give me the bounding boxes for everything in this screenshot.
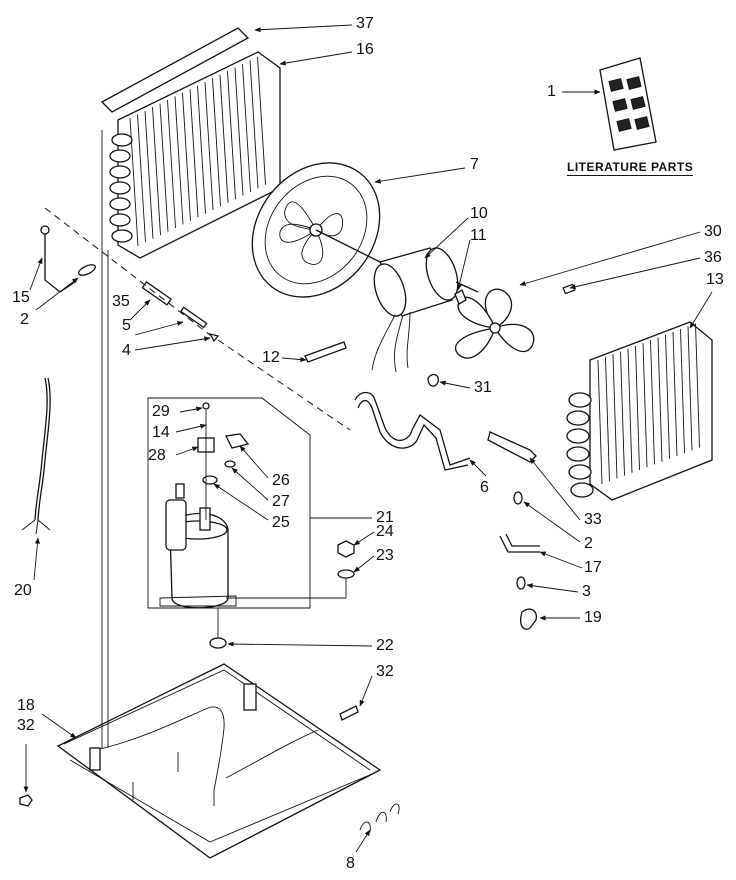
evaporator-fin [249,60,259,189]
callout-7: 7 [470,156,479,173]
callout-24: 24 [376,523,394,540]
callout-20: 20 [14,582,32,599]
condenser-fin [687,326,693,451]
evaporator-tube-bends [109,133,133,243]
callout-3: 3 [582,583,591,600]
callout-35: 35 [112,293,130,310]
evaporator-fin [197,85,206,214]
evaporator-fin [152,107,161,236]
condenser-fin [657,337,663,462]
evaporator-fin [204,81,214,211]
callout-32-right: 32 [376,663,394,680]
condenser-fin [642,343,648,468]
evaporator-fin [212,78,221,207]
grommet [209,608,227,649]
evaporator-fin [189,89,199,218]
callout-14: 14 [152,424,170,441]
fan-motor [315,229,479,373]
evaporator-fin [227,71,236,200]
evaporator-fin [174,96,184,225]
evaporator-fin [257,56,266,185]
callout-33: 33 [584,511,602,528]
callout-17: 17 [584,559,602,576]
evaporator-fin [159,103,169,232]
callout-12: 12 [262,349,280,366]
condenser-fin [612,354,618,479]
condenser-fin [605,357,610,482]
literature-booklet [599,57,657,151]
callout-18: 18 [17,697,35,714]
callout-19: 19 [584,609,602,626]
callout-10: 10 [470,205,488,222]
callout-32-left: 32 [17,717,35,734]
condenser-fin [680,329,685,454]
callout-15: 15 [12,289,30,306]
callout-2-right: 2 [584,535,593,552]
condenser-fin [620,351,625,476]
callout-28: 28 [148,447,166,464]
evaporator-fin [137,114,146,243]
condenser-fin [695,323,700,448]
refrigerant-tubing [217,339,471,471]
callout-25: 25 [272,514,290,531]
callout-13: 13 [706,271,724,288]
callout-27: 27 [272,493,290,510]
callout-1: 1 [547,83,556,100]
callout-30: 30 [704,223,722,240]
evaporator-fin [167,99,176,229]
condenser-fin [650,340,655,465]
condenser-fin [627,348,633,473]
compressor-group [147,397,355,609]
condenser-tube-bends [566,392,594,498]
callout-6: 6 [480,479,489,496]
condenser-coil [566,321,713,501]
callout-5: 5 [122,317,131,334]
evaporator-fin [144,110,154,239]
evaporator-fin [182,92,191,221]
callout-36: 36 [704,249,722,266]
callout-23: 23 [376,547,394,564]
callout-4: 4 [122,342,131,359]
callout-2-left: 2 [20,311,29,328]
condenser-fin [597,359,603,485]
callout-11: 11 [470,227,487,244]
condenser-fin [672,331,678,457]
base-pan [56,130,382,859]
callout-22: 22 [376,637,394,654]
evaporator-fin [234,67,244,196]
callout-21: 21 [376,509,394,526]
literature-parts-title: LITERATURE PARTS [567,160,694,176]
callout-29: 29 [152,403,170,420]
callout-31: 31 [474,379,492,396]
small-parts-left [40,207,220,343]
evaporator-coil [100,27,281,259]
evaporator-fin [242,63,251,193]
evaporator-fin [219,74,229,203]
condenser-fin [665,334,670,459]
callout-26: 26 [272,472,290,489]
condenser-fin [635,345,640,471]
small-parts-right [304,283,576,630]
callout-8: 8 [346,855,355,872]
leader-lines [23,24,713,853]
fasteners [19,705,400,833]
condenser-fan-blade [455,288,535,359]
callout-37: 37 [356,15,374,32]
power-cord [21,377,51,535]
callout-16: 16 [356,41,374,58]
